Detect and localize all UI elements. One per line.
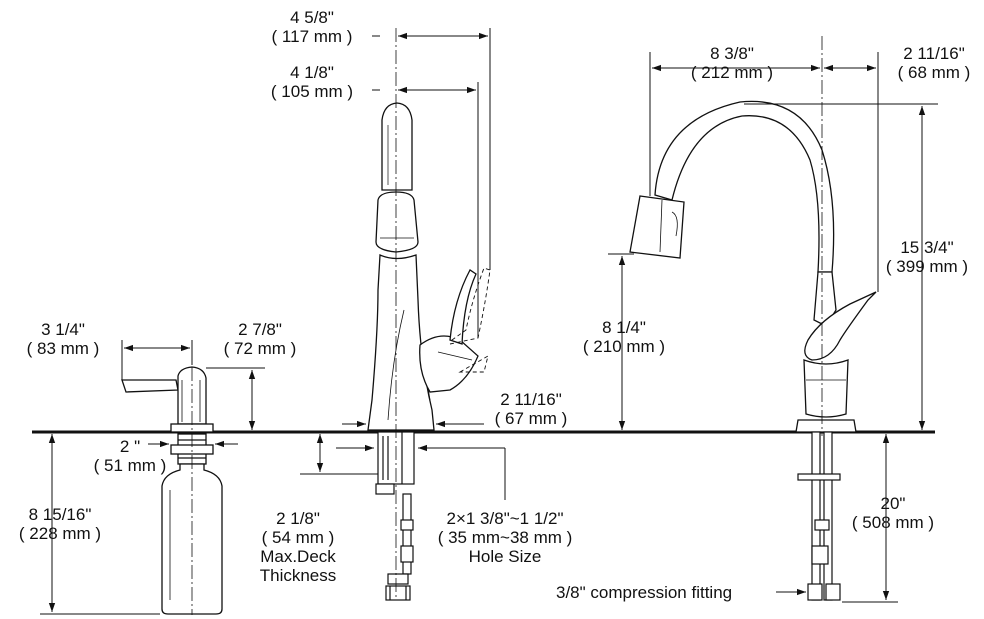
spout-reach-side-metric: ( 212 mm ) <box>690 63 774 82</box>
fitting-label-text: 3/8" compression fitting <box>556 583 733 602</box>
faucet-front-shank <box>375 431 415 601</box>
handle-reach-side-metric: ( 68 mm ) <box>897 63 971 82</box>
soap-height-metric: ( 72 mm ) <box>223 339 297 358</box>
spout-reach-side-label: 8 3/8" ( 212 mm ) <box>662 44 802 82</box>
soap-reach-imperial: 3 1/4" <box>41 320 85 339</box>
faucet-front-view <box>367 102 479 431</box>
deck-thickness-note-1: Max.Deck <box>260 547 336 566</box>
soap-reach-label: 3 1/4" ( 83 mm ) <box>8 320 118 358</box>
soap-dispenser <box>121 366 223 615</box>
soap-diameter-imperial: 2 " <box>119 437 141 456</box>
spout-clearance-imperial: 8 1/4" <box>602 318 646 337</box>
deck-thickness-metric: ( 54 mm ) <box>261 528 335 547</box>
hole-size-metric: ( 35 mm~38 mm ) <box>437 528 573 547</box>
faucet-side-supply-lines <box>797 431 841 601</box>
handle-swing-dashed-outline <box>449 267 491 373</box>
spout-reach-inner-metric: ( 105 mm ) <box>270 82 354 101</box>
soap-reach-metric: ( 83 mm ) <box>26 339 100 358</box>
soap-height-label: 2 7/8" ( 72 mm ) <box>205 320 315 358</box>
handle-swing-label: 2 11/16" ( 67 mm ) <box>476 390 586 428</box>
deck-thickness-label: 2 1/8" ( 54 mm ) Max.Deck Thickness <box>240 509 356 585</box>
deck-thickness-note-2: Thickness <box>259 566 337 585</box>
hole-size-note: Hole Size <box>468 547 542 566</box>
handle-reach-side-label: 2 11/16" ( 68 mm ) <box>884 44 984 82</box>
spout-reach-outer-metric: ( 117 mm ) <box>271 27 353 46</box>
hole-size-imperial: 2×1 3/8"~1 1/2" <box>446 509 564 528</box>
fitting-label: 3/8" compression fitting <box>556 583 732 602</box>
handle-swing-imperial: 2 11/16" <box>500 390 562 409</box>
supply-length-label: 20" ( 508 mm ) <box>838 494 948 532</box>
spout-reach-outer-label: 4 5/8" ( 117 mm ) <box>252 8 372 46</box>
overall-height-metric: ( 399 mm ) <box>885 257 969 276</box>
soap-diameter-metric: ( 51 mm ) <box>93 456 167 475</box>
spout-reach-inner-label: 4 1/8" ( 105 mm ) <box>252 63 372 101</box>
soap-below-deck-label: 8 15/16" ( 228 mm ) <box>0 505 120 543</box>
handle-swing-metric: ( 67 mm ) <box>494 409 568 428</box>
supply-length-imperial: 20" <box>880 494 906 513</box>
soap-below-deck-imperial: 8 15/16" <box>28 505 92 524</box>
overall-height-label: 15 3/4" ( 399 mm ) <box>872 238 982 276</box>
overall-height-imperial: 15 3/4" <box>900 238 954 257</box>
soap-height-imperial: 2 7/8" <box>238 320 282 339</box>
spout-reach-outer-imperial: 4 5/8" <box>290 8 334 27</box>
handle-reach-side-imperial: 2 11/16" <box>903 44 965 63</box>
spout-clearance-label: 8 1/4" ( 210 mm ) <box>566 318 682 356</box>
supply-length-metric: ( 508 mm ) <box>851 513 935 532</box>
spout-clearance-metric: ( 210 mm ) <box>582 337 666 356</box>
soap-diameter-label: 2 " ( 51 mm ) <box>80 437 180 475</box>
soap-below-deck-metric: ( 228 mm ) <box>18 524 102 543</box>
faucet-side-view <box>629 100 877 433</box>
spout-reach-side-imperial: 8 3/8" <box>710 44 754 63</box>
hole-size-label: 2×1 3/8"~1 1/2" ( 35 mm~38 mm ) Hole Siz… <box>420 509 590 566</box>
spout-reach-inner-imperial: 4 1/8" <box>290 63 334 82</box>
deck-thickness-imperial: 2 1/8" <box>276 509 320 528</box>
